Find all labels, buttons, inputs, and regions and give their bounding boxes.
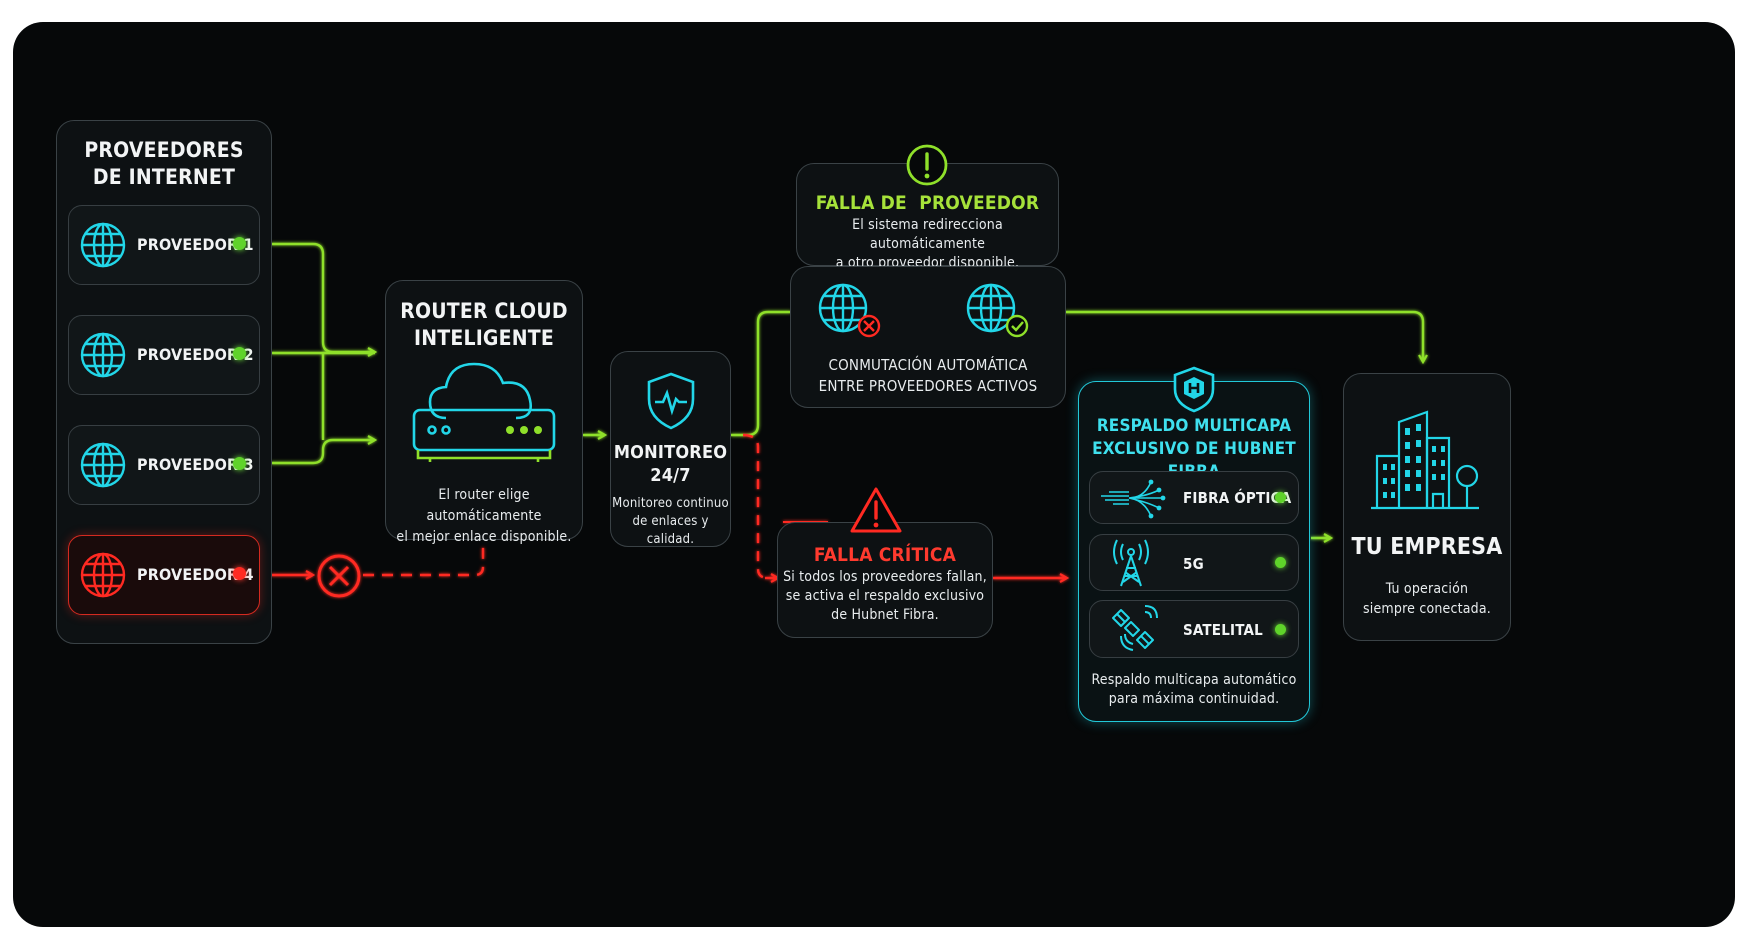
status-dot-3 [233,457,246,470]
provider-label-2: PROVEEDOR 2 [137,345,254,364]
status-dot-4 [233,567,246,580]
status-dot-5g [1275,557,1286,568]
line-monitor-critical [742,433,769,580]
monitor-panel [610,351,731,547]
company-title: TU EMPRESA [1351,534,1503,560]
critical-failure-title: FALLA CRÍTICA [813,544,957,566]
backup-item-satellite[interactable] [1089,600,1299,658]
line-monitor-switch [731,310,791,437]
fail-x-icon [317,554,361,598]
globe-failed-icon [818,283,881,338]
globe-icon [80,442,126,488]
globe-icon [80,332,126,378]
provider-failure-title: FALLA DE PROVEEDOR [815,192,1040,214]
globe-ok-icon [966,283,1029,338]
provider-label-3: PROVEEDOR 3 [137,455,254,474]
status-dot-fiber [1275,492,1286,503]
line-switch-company [1065,310,1423,362]
status-dot-satellite [1275,624,1286,635]
backup-label-satellite: SATELITAL [1183,621,1263,639]
line-provider1-router [271,242,375,352]
backup-item-fiber[interactable] [1089,471,1299,524]
globe-icon [80,222,126,268]
globe-icon-failed [80,552,126,598]
status-dot-1 [233,237,246,250]
buildings-icon [1371,410,1479,510]
warning-triangle-icon [850,487,902,533]
provider-label-1: PROVEEDOR 1 [137,235,254,254]
fiber-optic-icon [1101,479,1166,519]
hubnet-shield-icon [1173,366,1215,413]
cloud-router-icon [412,362,556,462]
line-provider3-router [271,440,375,465]
satellite-icon [1112,605,1158,651]
provider-label-4: PROVEEDOR 4 [137,565,254,584]
backup-label-5g: 5G [1183,555,1204,573]
status-dot-2 [233,347,246,360]
critical-failure-panel [777,522,993,638]
cell-tower-icon [1113,539,1149,587]
backup-label-fiber: FIBRA ÓPTICA [1183,489,1292,507]
line-fail-router [363,542,485,577]
critical-failure-desc: Si todos los proveedores fallan,se activ… [783,569,987,623]
exclamation-icon [906,144,948,186]
shield-heartbeat-icon [647,372,695,430]
